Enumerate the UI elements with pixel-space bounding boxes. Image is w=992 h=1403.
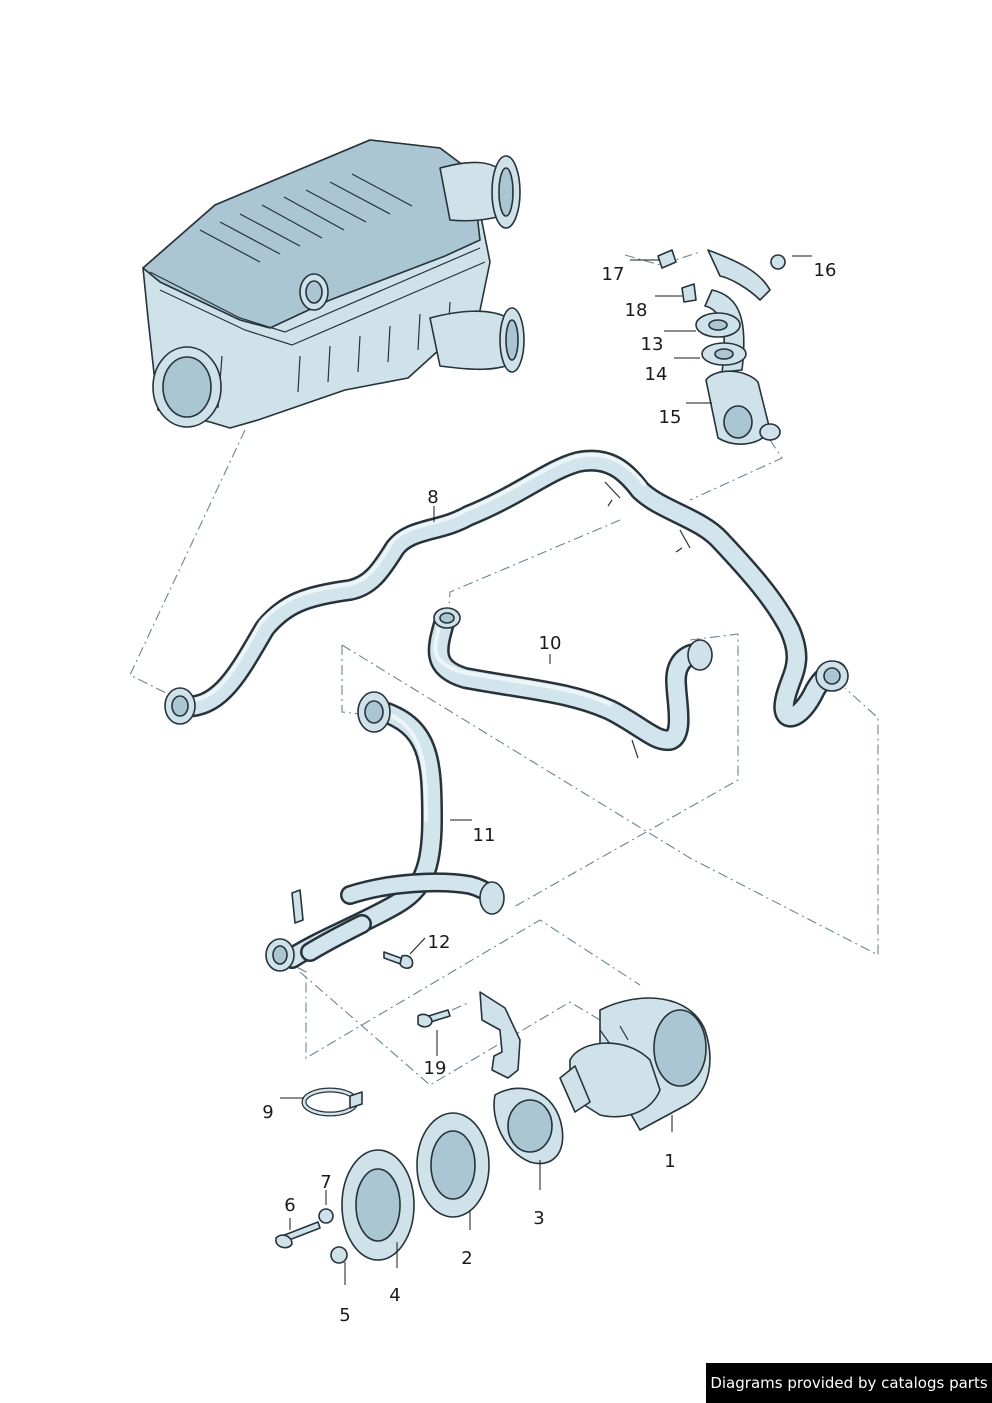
callout-10: 10 (539, 633, 562, 654)
callout-17: 17 (602, 264, 625, 285)
callout-9: 9 (262, 1102, 273, 1123)
callout-3: 3 (533, 1208, 544, 1229)
credit-footer: Diagrams provided by catalogs parts (706, 1363, 992, 1403)
callout-8: 8 (427, 487, 438, 508)
callout-19: 19 (424, 1058, 447, 1079)
bolt-12 (383, 951, 414, 969)
callout-13: 13 (641, 334, 664, 355)
credit-text: Diagrams provided by catalogs parts (710, 1374, 988, 1392)
hose-11 (265, 691, 505, 972)
callout-4: 4 (389, 1285, 400, 1306)
callout-1: 1 (664, 1151, 675, 1172)
flange-group (657, 249, 786, 445)
secondary-air-pump (559, 997, 711, 1131)
callout-15: 15 (659, 407, 682, 428)
callout-labels: 1 2 3 4 5 6 7 8 9 10 11 12 13 14 15 16 1… (262, 260, 836, 1326)
plates (341, 1087, 564, 1261)
air-filter-housing (142, 139, 525, 429)
bolt-19 (417, 1009, 451, 1028)
callout-14: 14 (645, 364, 668, 385)
callout-12: 12 (428, 932, 451, 953)
hose-clamp-9 (301, 1087, 363, 1117)
callout-7: 7 (320, 1172, 331, 1193)
callout-6: 6 (284, 1195, 295, 1216)
mounting-bracket (479, 991, 521, 1079)
callout-2: 2 (461, 1248, 472, 1269)
leader-lines (280, 255, 812, 1285)
hose-10 (427, 607, 713, 759)
callout-16: 16 (814, 260, 837, 281)
callout-5: 5 (339, 1305, 350, 1326)
hose-8 (164, 449, 849, 728)
callout-18: 18 (625, 300, 648, 321)
fasteners (275, 1208, 348, 1264)
callout-11: 11 (473, 825, 496, 846)
